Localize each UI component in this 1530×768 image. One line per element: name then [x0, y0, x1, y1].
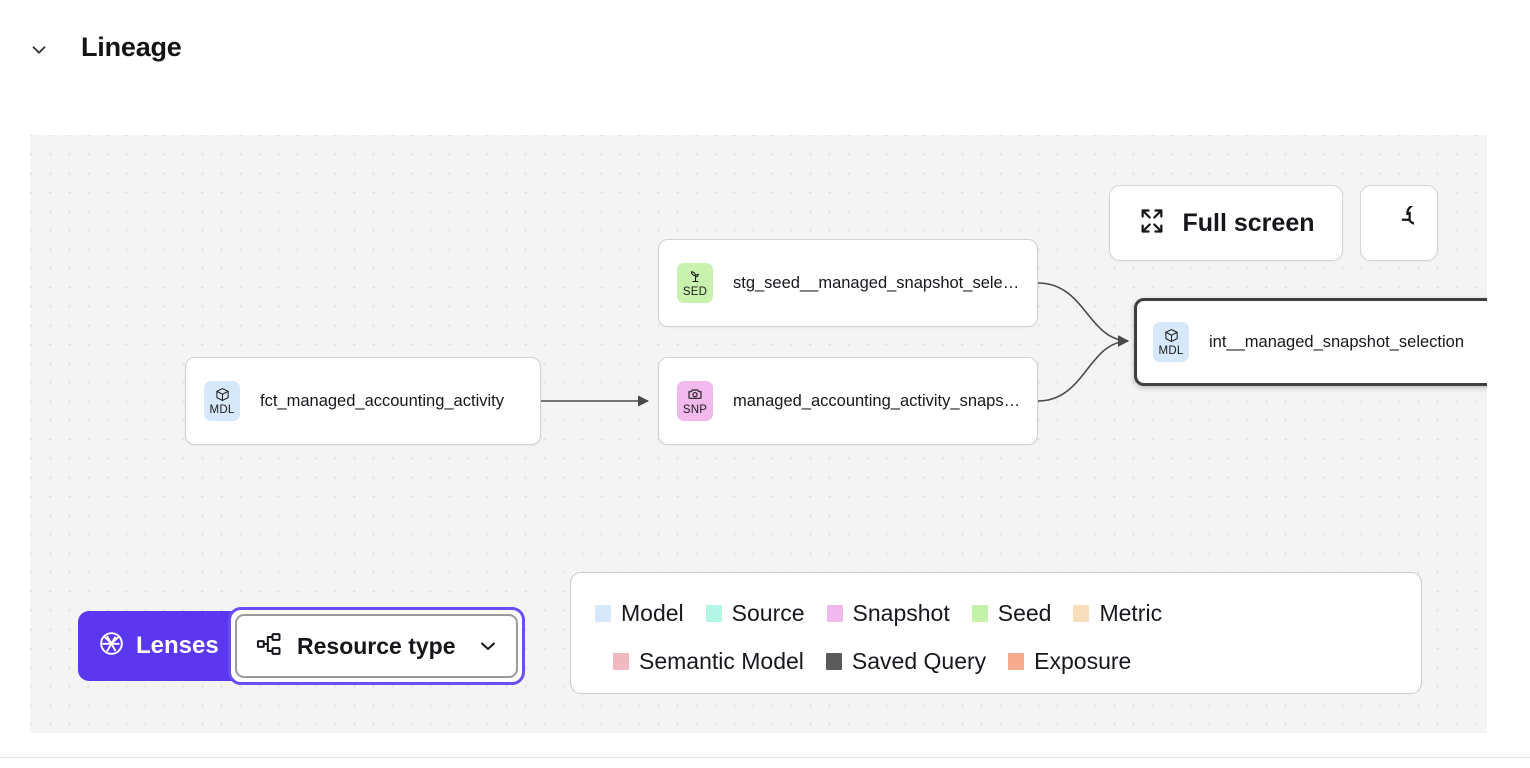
legend-item-metric: Metric	[1073, 600, 1162, 627]
legend-swatch-exposure	[1008, 652, 1025, 670]
lenses-label: Lenses	[136, 632, 219, 659]
page-title: Lineage	[81, 32, 182, 62]
legend-item-semantic-model: Semantic Model	[613, 648, 804, 675]
legend-label: Snapshot	[852, 599, 950, 626]
lineage-node-seed[interactable]: SED stg_seed__managed_snapshot_selecti..…	[658, 239, 1038, 327]
edge-seed-to-int	[1037, 282, 1130, 347]
camera-icon	[687, 386, 703, 403]
canvas-actions: Full screen	[1109, 185, 1438, 261]
lineage-section-header: Lineage	[0, 0, 1530, 100]
lineage-canvas[interactable]: MDL fct_managed_accounting_activity SED …	[30, 135, 1487, 733]
legend-swatch-snapshot	[826, 604, 843, 622]
legend-label: Semantic Model	[639, 647, 804, 674]
legend-item-source: Source	[705, 599, 805, 627]
node-badge-code: MDL	[209, 403, 235, 416]
node-badge-mdl: MDL	[204, 381, 240, 421]
lineage-node-model[interactable]: MDL fct_managed_accounting_activity	[185, 357, 541, 445]
resource-type-focus-ring: Resource type	[228, 607, 525, 685]
node-badge-sed: SED	[677, 263, 713, 303]
legend-item-seed: Seed	[971, 599, 1052, 627]
lenses-control-group: Lenses Resource type	[78, 607, 525, 685]
aperture-icon	[98, 630, 125, 662]
legend-label: Model	[621, 599, 684, 626]
legend-swatch-semantic-model	[613, 652, 629, 670]
lineage-legend: Model Source Snapshot Seed Metric S	[570, 572, 1422, 694]
legend-row-1: Model Source Snapshot Seed Metric	[595, 589, 1397, 637]
legend-item-saved-query: Saved Query	[825, 647, 987, 675]
edge-snapshot-to-int	[1037, 335, 1130, 402]
chevron-down-icon[interactable]	[476, 634, 500, 658]
legend-label: Metric	[1099, 599, 1163, 626]
cube-icon	[215, 386, 230, 403]
legend-item-snapshot: Snapshot	[826, 599, 950, 627]
legend-label: Exposure	[1034, 647, 1132, 674]
full-screen-label: Full screen	[1182, 208, 1315, 237]
lineage-node-snapshot[interactable]: SNP managed_accounting_activity_snapshot	[658, 357, 1038, 445]
refresh-button[interactable]	[1360, 185, 1438, 261]
node-label: int__managed_snapshot_selection	[1209, 332, 1465, 351]
node-label: managed_accounting_activity_snapshot	[733, 391, 1023, 410]
resource-type-dropdown[interactable]: Resource type	[235, 614, 518, 678]
node-badge-code: MDL	[1158, 344, 1184, 357]
bottom-divider	[0, 757, 1530, 758]
hierarchy-icon	[255, 630, 283, 663]
lenses-button[interactable]: Lenses	[78, 611, 256, 681]
legend-label: Saved Query	[851, 647, 987, 674]
legend-swatch-metric	[1073, 604, 1090, 622]
node-badge-code: SED	[682, 285, 708, 298]
chevron-down-icon[interactable]	[26, 37, 52, 63]
node-badge-code: SNP	[682, 403, 708, 416]
legend-label: Seed	[997, 599, 1052, 626]
legend-swatch-seed	[971, 604, 988, 622]
node-label: stg_seed__managed_snapshot_selecti...	[733, 273, 1023, 292]
resource-type-label: Resource type	[297, 632, 456, 659]
legend-swatch-saved-query	[825, 652, 842, 670]
lineage-node-int-selected[interactable]: MDL int__managed_snapshot_selection	[1134, 298, 1487, 386]
node-label: fct_managed_accounting_activity	[260, 391, 504, 410]
sprout-icon	[688, 268, 703, 285]
cube-icon	[1164, 327, 1179, 344]
legend-swatch-source	[705, 604, 722, 622]
legend-item-exposure: Exposure	[1008, 648, 1131, 675]
expand-arrows-icon	[1138, 207, 1166, 240]
node-badge-mdl: MDL	[1153, 322, 1189, 362]
legend-label: Source	[731, 599, 805, 626]
legend-item-model: Model	[595, 600, 684, 627]
node-badge-snp: SNP	[677, 381, 713, 421]
refresh-icon	[1384, 202, 1429, 241]
full-screen-button[interactable]: Full screen	[1109, 185, 1343, 261]
legend-row-2: Semantic Model Saved Query Exposure	[595, 637, 1397, 685]
legend-swatch-model	[595, 604, 611, 622]
